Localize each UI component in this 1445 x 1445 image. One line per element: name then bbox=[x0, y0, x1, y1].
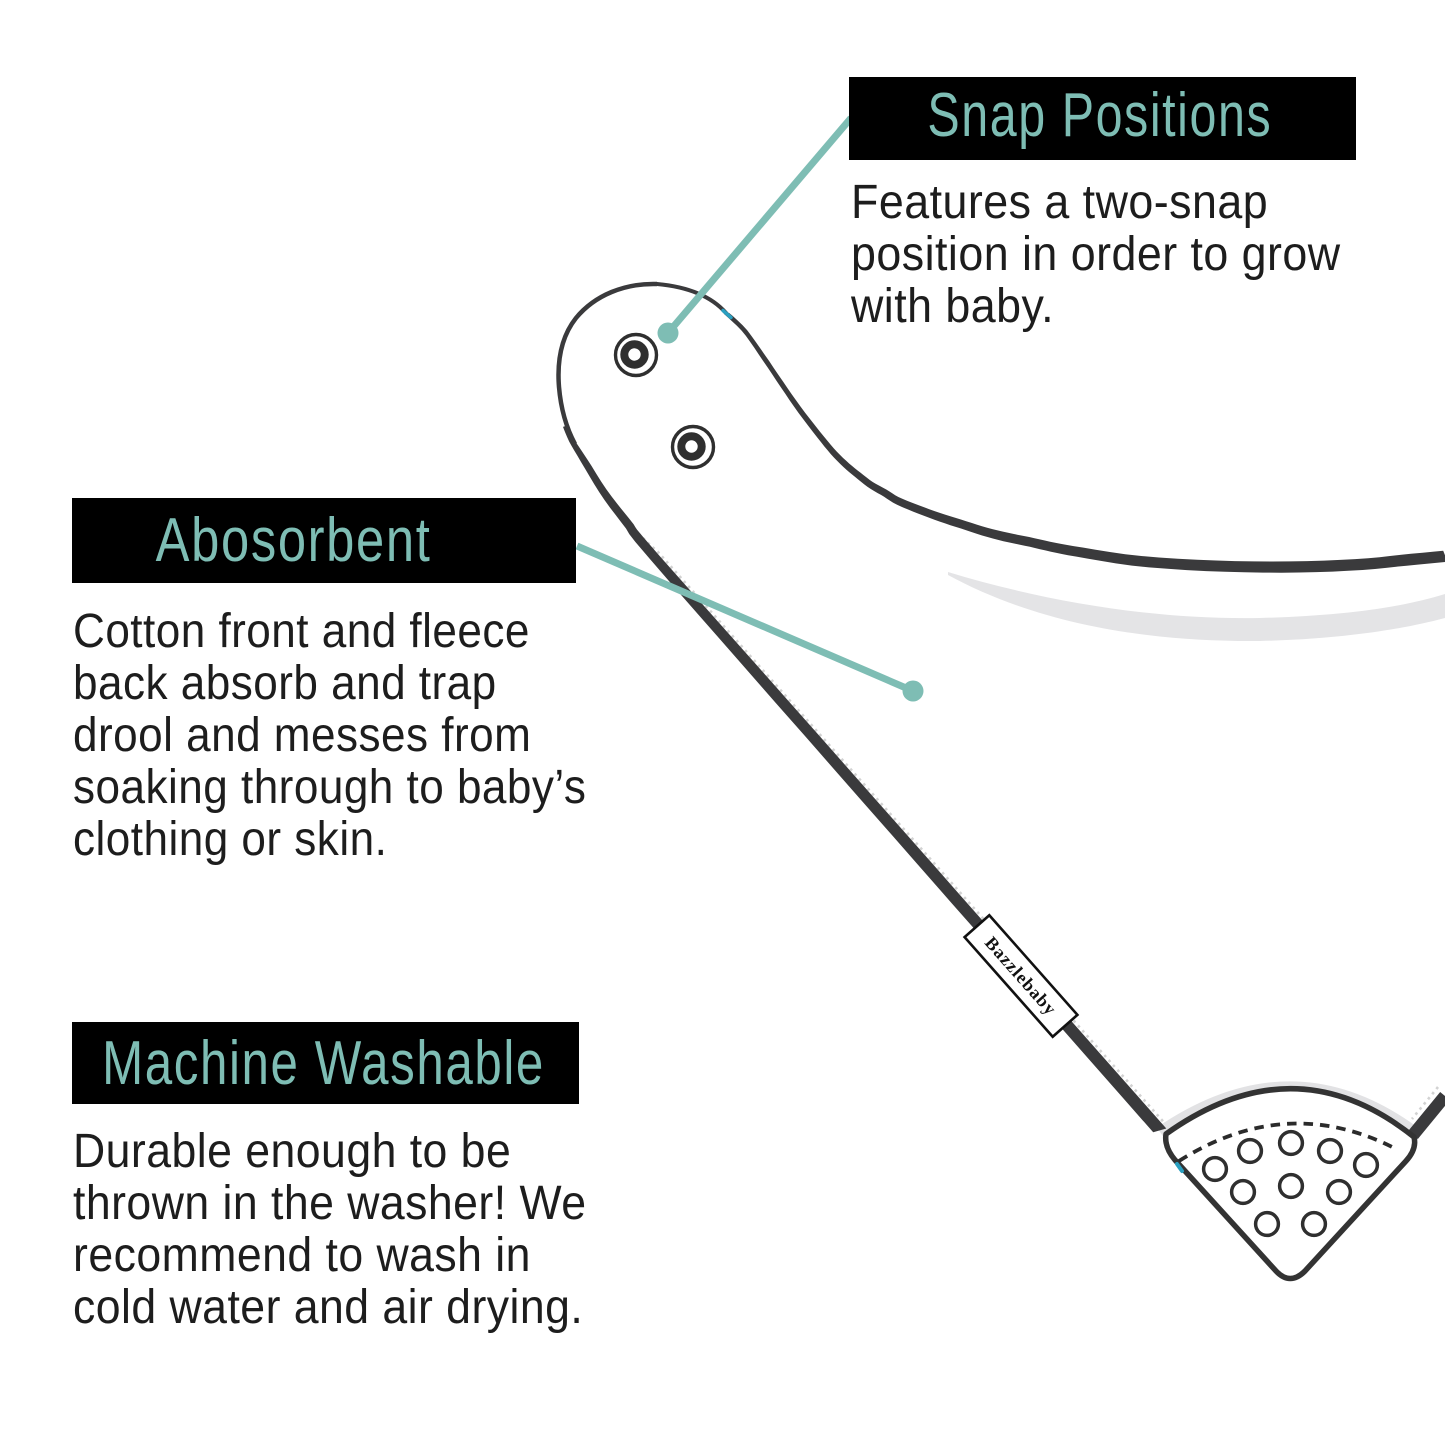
svg-text:Bazzlebaby: Bazzlebaby bbox=[981, 933, 1061, 1020]
